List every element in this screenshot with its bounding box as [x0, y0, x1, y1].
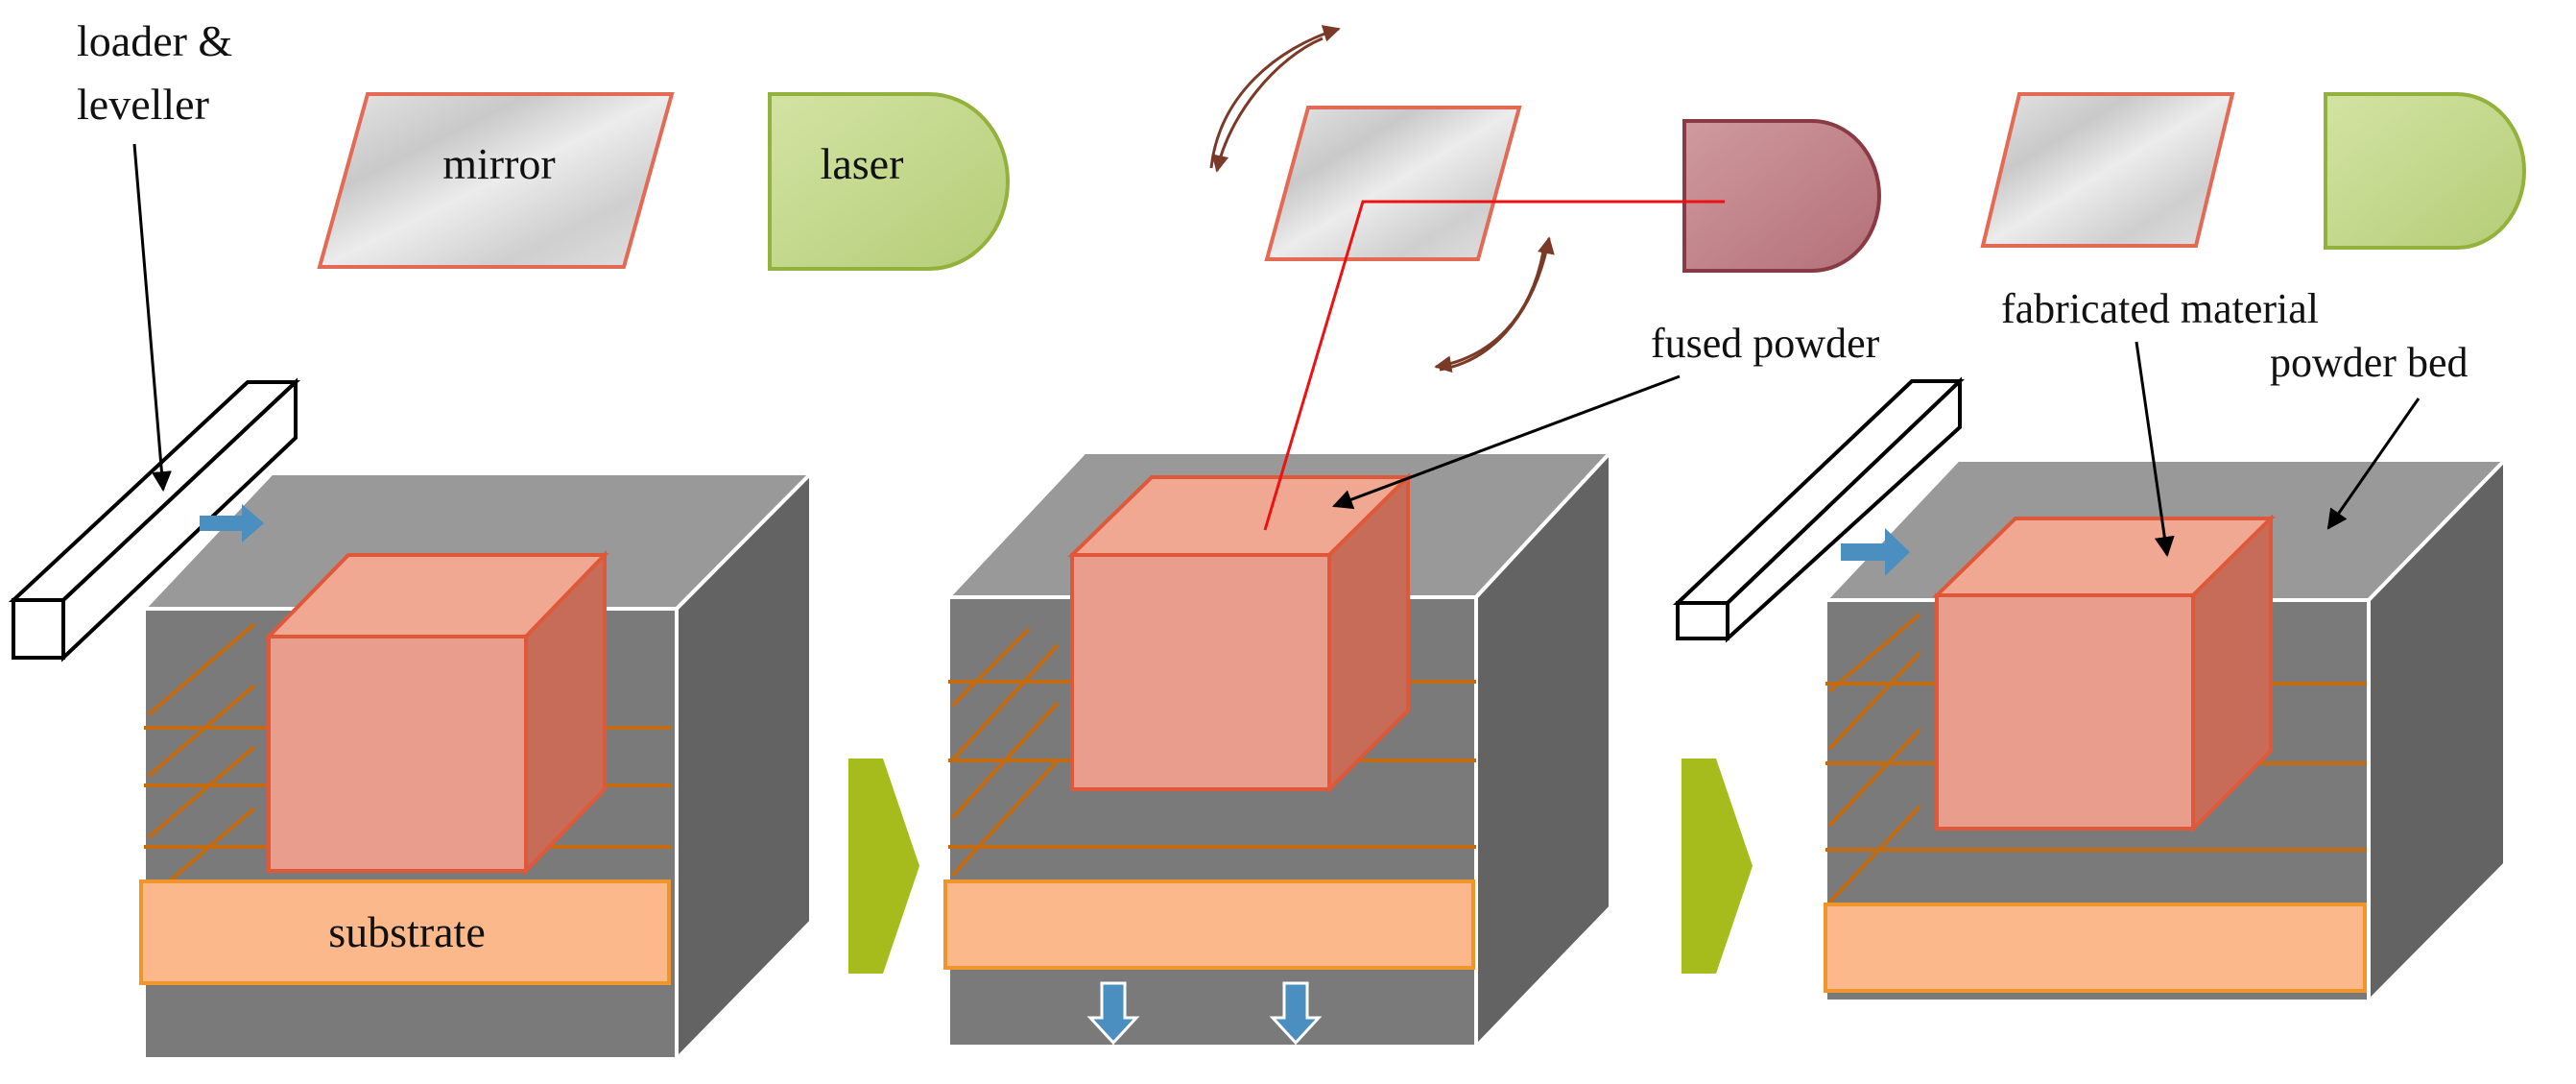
loader-label-line2: leveller: [77, 80, 209, 129]
fused-powder-label: fused powder: [1651, 320, 1880, 367]
laser-3: [2324, 92, 2526, 250]
fabricated-material-pointer: [2135, 341, 2175, 558]
step-arrow-icon-1: [848, 759, 919, 974]
substrate-plate: [1824, 903, 2367, 993]
substrate-plate: [139, 879, 671, 985]
fused-cube: [1067, 472, 1413, 794]
powder-bed-label: powder bed: [2270, 339, 2469, 386]
fused-cube: [1932, 514, 2276, 833]
mirror-rotation-arrows: [1209, 25, 1555, 373]
fabricated-material-label: fabricated material: [2001, 285, 2319, 332]
powder-bed-pointer: [2326, 397, 2421, 530]
fused-powder-pointer: [1332, 374, 1681, 510]
substrate-plate: [943, 879, 1475, 970]
laser-2-active: [1682, 119, 1881, 273]
lower-platform-arrows: [1086, 981, 1323, 1046]
mirror-label: mirror: [442, 139, 556, 188]
mirror-1: [317, 92, 675, 269]
substrate-label: substrate: [328, 907, 486, 956]
laser-label: laser: [821, 139, 904, 188]
fused-cube: [264, 550, 609, 876]
step-arrow-icon-2: [1682, 759, 1753, 974]
laser-beam: [1263, 200, 1725, 531]
loader-pointer: [132, 143, 172, 493]
mirror-3: [1980, 92, 2235, 248]
panel-1-spread: substrate loader & leveller mirror laser: [8, 16, 1010, 1064]
laser-1: [768, 92, 1010, 271]
panel-2-fuse: fused powder: [943, 25, 1881, 1051]
move-right-arrow: [200, 504, 264, 542]
panel-3-repeat: fabricated material powder bed: [1672, 92, 2526, 1006]
mirror-2: [1264, 106, 1522, 261]
loader-leveller: [1672, 376, 1965, 643]
move-right-arrow: [1841, 528, 1910, 576]
loader-label-line1: loader &: [77, 16, 232, 65]
